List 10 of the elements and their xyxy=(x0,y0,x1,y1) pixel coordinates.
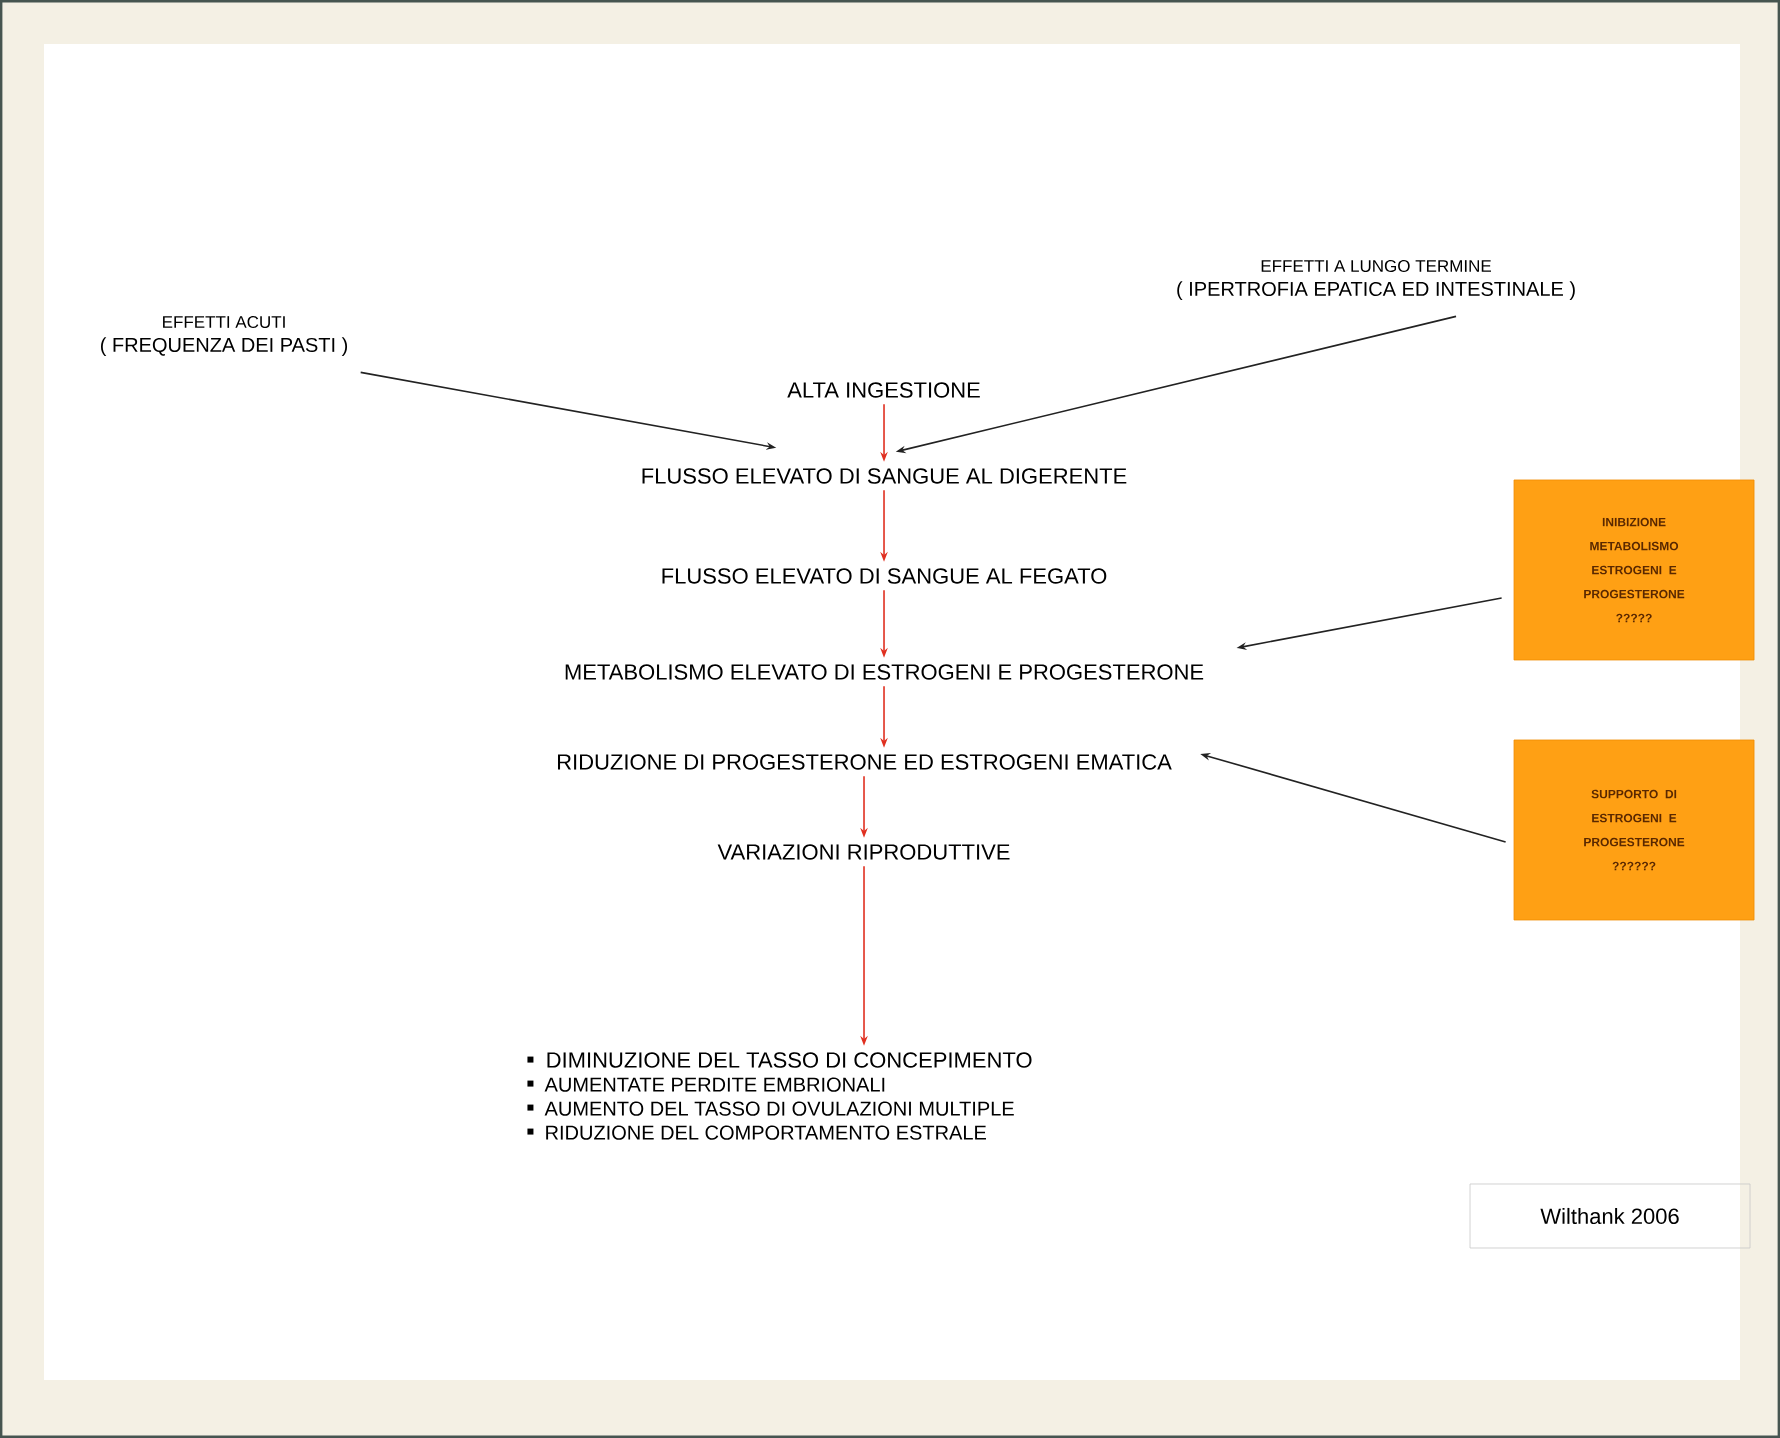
reference-box: Wilthank 2006 xyxy=(1469,1183,1751,1249)
flow-step: FLUSSO ELEVATO DI SANGUE AL FEGATO xyxy=(662,568,1107,584)
outcome-list: DIMINUZIONE DEL TASSO DI CONCEPIMENTO AUMENTATE PERDITE EMBRIONALI AUMENTO DEL TASSO DI OVULAZIONI MULTIPLE RIDUZIONE DEL COMPORTAMENTO ESTRALE xyxy=(527,1052,1032,1140)
flow-step: FLUSSO ELEVATO DI SANGUE AL DIGERENTE xyxy=(642,468,1127,484)
effect-note: EFFETTI ACUTI ( FREQUENZA DEI PASTI ) xyxy=(101,316,348,356)
effect-note: EFFETTI A LUNGO TERMINE ( IPERTROFIA EPATICA ED INTESTINALE ) xyxy=(1177,260,1575,300)
flow-step: VARIAZIONI RIPRODUTTIVE xyxy=(717,844,1010,860)
flow-step: ALTA INGESTIONE xyxy=(787,382,980,398)
flow-step: RIDUZIONE DI PROGESTERONE ED ESTROGENI EMATICA xyxy=(558,754,1172,770)
flow-step: METABOLISMO ELEVATO DI ESTROGENI E PROGESTERONE xyxy=(565,664,1204,680)
